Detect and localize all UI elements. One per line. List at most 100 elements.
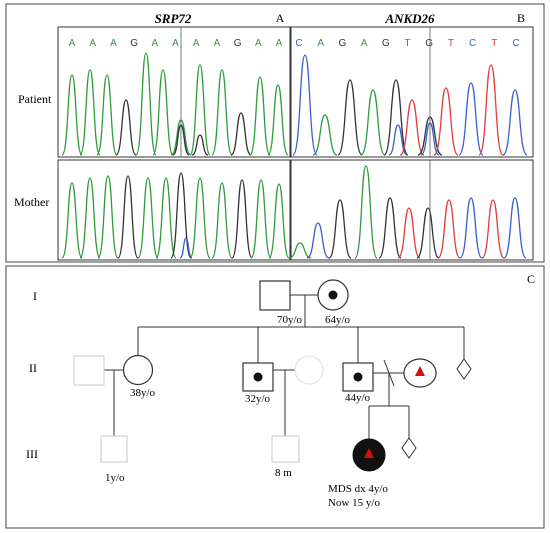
trace-peak-mother-right-0 — [288, 242, 312, 259]
male-II-spouse — [73, 355, 105, 386]
base-call-right-9: T — [491, 38, 497, 49]
trace-peak-patient-right-4 — [383, 79, 409, 156]
age-I-father: 70y/o — [277, 314, 303, 326]
trace-peak-mother-right-7 — [437, 199, 461, 259]
trace-peak-mother-right-3 — [354, 165, 378, 259]
male-I-father — [259, 280, 291, 311]
generation-label-II: II — [29, 361, 37, 375]
panel-letter-a: A — [276, 11, 285, 25]
trace-peak-patient-right-1 — [312, 114, 338, 156]
trace-peak-patient-right-9 — [478, 64, 504, 156]
chromatogram-traces — [61, 52, 528, 259]
trace-peak-patient-left-1 — [79, 69, 101, 156]
trace-peak-mother-left-10 — [250, 179, 272, 259]
base-call-left-2: A — [110, 38, 117, 49]
gene-label-right: ANKD26 — [384, 11, 435, 26]
trace-peak-patient-right-5 — [399, 99, 425, 156]
gene-label-left: SRP72 — [155, 11, 192, 26]
trace-peak-mother-right-8 — [459, 197, 483, 259]
proband-current-age: Now 15 y/o — [328, 497, 380, 509]
age-II-father: 44y/o — [345, 392, 371, 404]
trace-peak-patient-left-7 — [189, 64, 211, 156]
base-call-right-3: A — [361, 38, 368, 49]
trace-peak-mother-left-7 — [189, 177, 211, 259]
trace-peak-mother-right-5 — [397, 207, 421, 259]
trace-peak-patient-left-11 — [267, 84, 289, 156]
trace-peak-mother-right-2 — [328, 199, 352, 259]
age-I-mother: 64y/o — [325, 314, 351, 326]
proband-diagnosis: MDS dx 4y/o — [328, 483, 388, 495]
trace-peak-mother-left-5 — [155, 177, 177, 259]
trace-peak-patient-left-3 — [115, 99, 137, 156]
base-call-right-0: C — [295, 38, 302, 49]
trace-peak-mother-right-10 — [503, 197, 527, 259]
trace-box-mother-right — [290, 159, 534, 261]
trace-minor-mother-left-0 — [179, 237, 193, 259]
trace-peak-patient-left-10 — [249, 76, 271, 156]
trace-peak-patient-right-3 — [360, 89, 386, 156]
trace-peak-patient-left-9 — [230, 112, 252, 156]
trace-peak-patient-right-7 — [433, 87, 459, 156]
male-III-child2 — [271, 435, 300, 463]
male-III-child1 — [100, 435, 128, 463]
pedigree-frame — [5, 265, 545, 529]
age-II-man: 32y/o — [245, 393, 271, 405]
chromatogram-frame — [5, 3, 545, 263]
base-call-right-8: C — [469, 38, 476, 49]
female-II-spouse — [294, 355, 324, 385]
panel-letter-c: C — [527, 272, 535, 286]
base-call-left-3: G — [130, 38, 138, 49]
age-III-child1: 1y/o — [105, 472, 125, 484]
trace-peak-patient-right-2 — [337, 79, 363, 156]
age-III-child2: 8 m — [275, 467, 292, 479]
base-call-right-7: T — [448, 38, 454, 49]
base-call-right-1: A — [317, 38, 324, 49]
trace-peak-mother-left-1 — [79, 177, 101, 259]
base-call-left-6: A — [193, 38, 200, 49]
carrier-dot-I-mother — [328, 290, 338, 300]
diamond-III-sibling — [401, 437, 417, 459]
trace-peak-mother-left-0 — [61, 182, 83, 259]
base-call-left-9: A — [255, 38, 262, 49]
trace-peak-patient-right-10 — [502, 89, 528, 156]
base-call-right-5: T — [404, 38, 410, 49]
trace-peak-mother-left-2 — [97, 175, 119, 259]
female-II-woman — [122, 354, 154, 386]
trace-peak-patient-left-5 — [152, 69, 174, 156]
base-call-left-10: A — [276, 38, 283, 49]
diamond-II-sibling — [456, 358, 472, 380]
row-label-patient: Patient — [18, 92, 52, 106]
trace-peak-patient-right-0 — [292, 54, 318, 156]
carrier-dot-II-father — [353, 372, 363, 382]
carrier-dot-II-man — [253, 372, 263, 382]
trace-peak-patient-left-0 — [61, 74, 83, 156]
age-II-woman: 38y/o — [130, 387, 156, 399]
trace-peak-patient-right-8 — [458, 82, 484, 156]
trace-peak-patient-left-4 — [135, 52, 157, 156]
trace-minor-patient-right-1 — [388, 124, 408, 156]
trace-peak-mother-left-8 — [211, 182, 233, 259]
base-call-left-7: A — [214, 38, 221, 49]
trace-peak-mother-right-9 — [481, 199, 505, 259]
trace-peak-patient-left-2 — [96, 74, 118, 156]
trace-peak-mother-right-4 — [378, 197, 402, 259]
trace-box-patient-right — [290, 26, 534, 158]
trace-peak-mother-right-1 — [306, 222, 330, 259]
base-call-left-4: A — [151, 38, 158, 49]
panel-letter-b: B — [517, 11, 525, 25]
base-call-left-0: A — [69, 38, 76, 49]
trace-peak-patient-left-8 — [211, 69, 233, 156]
base-call-left-1: A — [89, 38, 96, 49]
variant-triangle-proband — [364, 448, 374, 458]
generation-label-I: I — [33, 289, 37, 303]
base-call-right-10: C — [512, 38, 519, 49]
row-label-mother: Mother — [14, 195, 49, 209]
base-call-right-6: G — [425, 38, 433, 49]
trace-peak-mother-left-9 — [231, 179, 253, 259]
base-call-left-5: A — [172, 38, 179, 49]
trace-peak-mother-left-3 — [117, 175, 139, 259]
trace-box-patient-left — [57, 26, 291, 158]
